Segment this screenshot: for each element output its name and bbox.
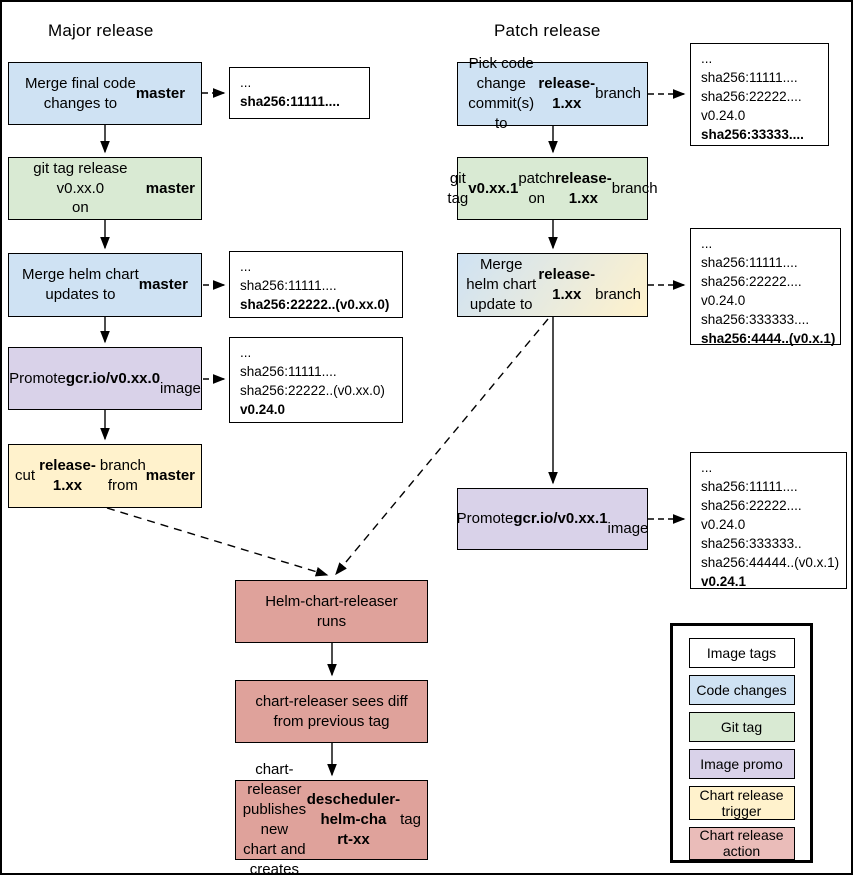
text-segment: git tag release v0.xx.0 on bbox=[33, 159, 128, 217]
tag-line: sha256:11111.... bbox=[240, 278, 337, 293]
tag-line: sha256:22222..(v0.xx.0) bbox=[240, 383, 385, 398]
text-segment: release-1.xx bbox=[555, 169, 612, 207]
text-segment: release-1.xx bbox=[39, 457, 96, 494]
text-segment: git tag bbox=[447, 169, 469, 207]
tag-line: ... bbox=[240, 345, 252, 360]
tag-line: sha256:11111.... bbox=[240, 364, 337, 379]
node-merge-final-code: Merge final code changes to master bbox=[8, 62, 202, 125]
text-segment: image bbox=[607, 520, 649, 537]
legend-item-image-promo: Image promo bbox=[688, 749, 795, 779]
node-cut-release-branch: cut release-1.xx branch from master bbox=[8, 444, 202, 508]
text-segment: Helm-chart-releaser runs bbox=[265, 592, 398, 630]
text-segment: release-1.xx bbox=[538, 75, 596, 112]
tag-line: sha256:22222.... bbox=[701, 89, 802, 104]
tag-line: sha256:333333.... bbox=[701, 312, 810, 327]
major-release-title: Major release bbox=[48, 21, 154, 40]
text-segment: descheduler-helm-cha rt-xx bbox=[306, 791, 401, 848]
tag-line: v0.24.0 bbox=[701, 517, 746, 532]
text-segment: chart-releaser sees diff from previous t… bbox=[255, 692, 408, 730]
tag-line: sha256:11111.... bbox=[701, 479, 798, 494]
tag-line: sha256:22222..(v0.xx.0) bbox=[240, 297, 390, 312]
tag-line: sha256:4444..(v0.x.1) bbox=[701, 331, 836, 346]
tag-line: sha256:11111.... bbox=[240, 94, 340, 109]
tag-line: v0.24.0 bbox=[240, 402, 286, 417]
text-segment: master bbox=[145, 179, 195, 197]
text-segment: master bbox=[138, 276, 188, 294]
legend-item-image-tags: Image tags bbox=[688, 638, 795, 668]
text-segment: Merge helm chart update to bbox=[466, 256, 537, 313]
node-merge-helm-update-patch: Merge helm chart update to release-1.xx … bbox=[457, 253, 648, 317]
tag-line: ... bbox=[701, 460, 713, 475]
image-tags-box-major-1: ... sha256:11111.... bbox=[229, 67, 370, 119]
text-segment: chart-releaser publishes new chart and c… bbox=[242, 761, 307, 875]
text-segment: master bbox=[145, 467, 195, 485]
text-segment: tag bbox=[400, 811, 421, 829]
text-segment: Pick code change commit(s) to bbox=[468, 55, 535, 132]
node-chart-releaser-runs: Helm-chart-releaser runs bbox=[235, 580, 428, 643]
text-segment: branch from bbox=[99, 457, 146, 494]
node-git-tag-release: git tag release v0.xx.0 on master bbox=[8, 157, 202, 220]
tag-line: v0.24.1 bbox=[701, 574, 747, 589]
patch-release-title: Patch release bbox=[494, 21, 601, 40]
image-tags-box-patch-1: ... sha256:11111.... sha256:22222.... v0.24… bbox=[690, 43, 829, 146]
text-segment: branch bbox=[595, 286, 641, 303]
text-segment: Merge helm chart updates to bbox=[22, 266, 139, 303]
tag-line: sha256:333333.. bbox=[701, 536, 802, 551]
text-segment: cut bbox=[15, 467, 36, 485]
node-pick-code-change: Pick code change commit(s) to release-1.… bbox=[457, 55, 648, 132]
node-promote-image-major: Promote gcr.io/v0.xx.0 image bbox=[8, 347, 202, 410]
text-segment: branch bbox=[595, 85, 641, 103]
tag-line: sha256:22222.... bbox=[701, 498, 802, 513]
image-tags-box-patch-3: ... sha256:11111.... sha256:22222.... v0.24… bbox=[690, 452, 847, 589]
tag-line: v0.24.0 bbox=[701, 293, 746, 308]
text-segment: branch bbox=[611, 179, 658, 197]
tag-line: sha256:22222.... bbox=[701, 274, 802, 289]
text-segment: v0.xx.1 bbox=[468, 179, 519, 197]
text-segment: master bbox=[135, 84, 186, 102]
image-tags-box-major-3: ... sha256:11111.... sha256:22222..(v0.xx.… bbox=[229, 337, 403, 423]
text-segment: Promote bbox=[456, 510, 514, 528]
node-chart-releaser-publishes: chart-releaser publishes new chart and c… bbox=[235, 761, 428, 873]
node-merge-helm-updates: Merge helm chart updates to master bbox=[8, 253, 202, 317]
tag-line: sha256:44444..(v0.x.1) bbox=[701, 555, 840, 570]
text-segment: image bbox=[160, 379, 201, 397]
text-segment: Promote bbox=[9, 369, 66, 387]
text-segment: release-1.xx bbox=[538, 266, 596, 303]
image-tags-box-major-2: ... sha256:11111.... sha256:22222..(v0.xx.… bbox=[229, 251, 403, 318]
tag-line: ... bbox=[240, 259, 252, 274]
legend-item-git-tag: Git tag bbox=[688, 712, 795, 742]
image-tags-box-patch-2: ... sha256:11111.... sha256:22222.... v0.24… bbox=[690, 228, 841, 346]
legend-item-code-changes: Code changes bbox=[688, 675, 795, 705]
tag-line: sha256:33333.... bbox=[701, 127, 804, 142]
node-promote-image-patch: Promote gcr.io/v0.xx.1 image bbox=[457, 488, 648, 550]
legend-item-chart-release-action: Chart release action bbox=[688, 826, 795, 860]
legend-item-chart-release-trigger: Chart release trigger bbox=[688, 786, 795, 820]
tag-line: ... bbox=[240, 75, 252, 90]
text-segment: gcr.io/v0.xx.1 bbox=[513, 510, 608, 528]
text-segment: patch on bbox=[518, 169, 556, 207]
node-git-tag-patch: git tag v0.xx.1 patch on release-1.xx br… bbox=[447, 157, 658, 220]
tag-line: v0.24.0 bbox=[701, 108, 746, 123]
tag-line: sha256:11111.... bbox=[701, 255, 798, 270]
node-chart-releaser-diff: chart-releaser sees diff from previous t… bbox=[235, 680, 428, 743]
text-segment: Merge final code changes to bbox=[24, 74, 136, 112]
text-segment: gcr.io/v0.xx.0 bbox=[65, 369, 161, 387]
tag-line: sha256:11111.... bbox=[701, 70, 798, 85]
tag-line: ... bbox=[701, 51, 713, 66]
tag-line: ... bbox=[701, 236, 713, 251]
